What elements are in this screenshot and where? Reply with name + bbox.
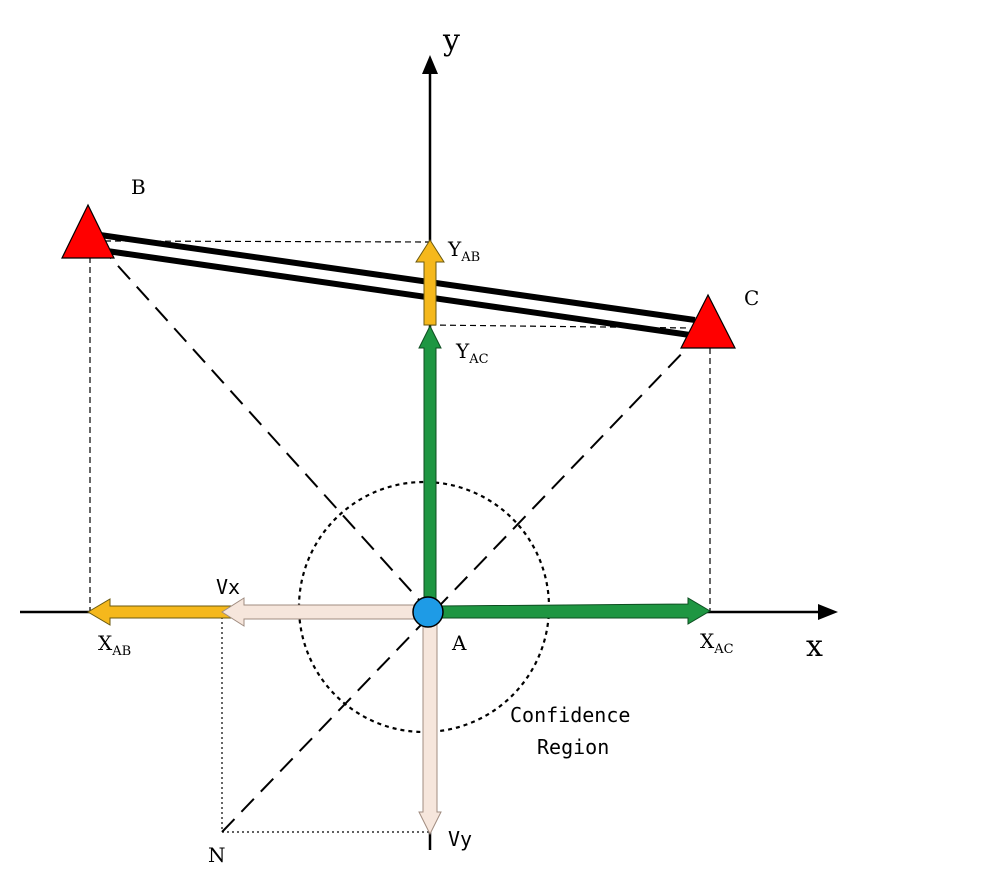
vy-label: Vy	[448, 827, 472, 851]
x-axis-label: x	[806, 629, 823, 664]
point-n-label: N	[208, 843, 226, 867]
anchor-c-triangle	[680, 293, 736, 349]
y-ab-label: YAB	[447, 237, 480, 265]
projection-lines	[89, 240, 711, 612]
x-ab-arrow	[87, 598, 241, 626]
y-ab-arrow	[415, 239, 445, 326]
y-ac-label: YAC	[455, 339, 489, 367]
b-c-line-lower	[99, 247, 691, 338]
y-ac-arrow	[418, 324, 442, 607]
x-ab-label: XAB	[98, 631, 131, 659]
a-to-b-dashed	[109, 256, 431, 613]
node-a-circle	[412, 596, 444, 628]
diagonal-dashed-lines	[109, 256, 691, 833]
vx-label: Vx	[216, 575, 240, 599]
vy-arrow	[418, 619, 442, 836]
confidence-region-label-line2: Region	[537, 735, 609, 759]
point-c-label: C	[744, 286, 759, 310]
x-ac-arrow	[437, 597, 711, 625]
point-b-label: B	[131, 175, 146, 199]
anchor-b-triangle	[61, 203, 115, 259]
x-ac-label: XAC	[700, 629, 734, 657]
n-dotted-lines	[221, 612, 430, 833]
b-c-link	[99, 232, 696, 338]
confidence-region-label-line1: Confidence	[510, 703, 630, 727]
n-to-c-dashed	[221, 344, 691, 833]
point-a-label: A	[451, 631, 467, 655]
b-c-line-upper	[99, 232, 696, 323]
x-axis-arrowhead	[818, 604, 838, 620]
c-y-projection	[429, 324, 691, 329]
y-axis-label: y	[442, 23, 460, 58]
y-axis-arrowhead	[422, 55, 438, 74]
vx-arrow	[221, 597, 421, 627]
